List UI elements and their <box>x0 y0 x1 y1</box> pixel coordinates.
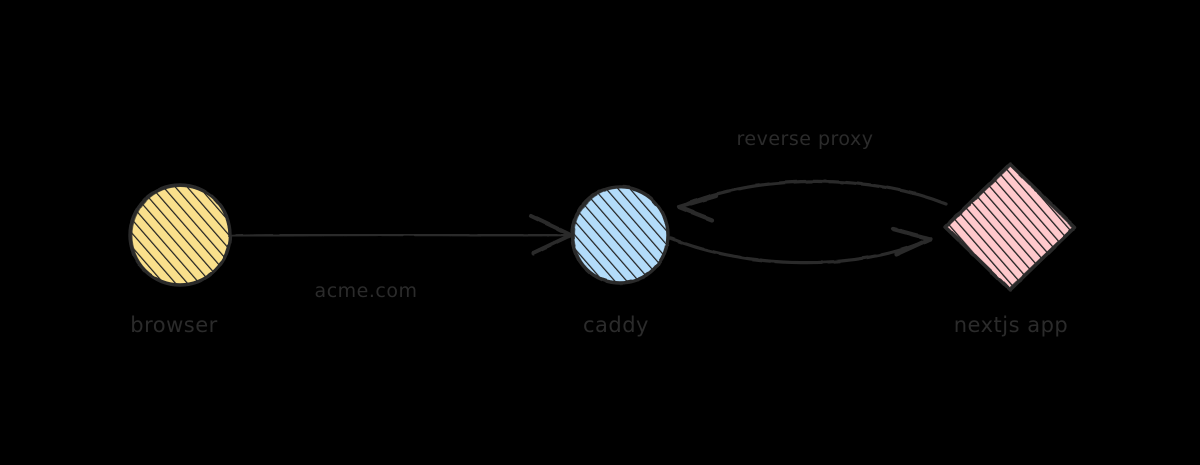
nextjs-app-shape-outline <box>943 162 1077 292</box>
edge-caddy-to-nextjs[interactable]: reverse proxy <box>668 128 948 265</box>
node-browser-label: browser <box>130 313 218 337</box>
edge-browser-to-caddy-line <box>230 233 572 238</box>
node-browser[interactable]: browser <box>120 175 245 337</box>
node-nextjs-app[interactable]: nextjs app <box>935 155 1085 337</box>
edge-browser-to-caddy[interactable]: acme.com <box>230 214 573 302</box>
edge-browser-to-caddy-label: acme.com <box>315 280 418 302</box>
caddy-shape-outline-sketch <box>572 187 669 284</box>
node-nextjs-app-label: nextjs app <box>954 313 1069 337</box>
edge-reverse-proxy-arrowhead-right <box>890 226 933 257</box>
caddy-shape-fill <box>572 187 668 283</box>
edge-reverse-proxy-arc-lower <box>668 236 930 265</box>
edge-reverse-proxy-arc-upper <box>680 179 948 208</box>
edge-reverse-proxy-arrowhead-left <box>676 193 719 223</box>
browser-shape-outline-sketch <box>130 185 231 286</box>
edge-reverse-proxy-label: reverse proxy <box>737 128 874 150</box>
node-caddy-label: caddy <box>583 313 649 337</box>
browser-shape-fill <box>130 185 230 285</box>
nextjs-app-shape-outline-sketch <box>945 164 1075 290</box>
edge-browser-to-caddy-arrowhead <box>529 214 573 255</box>
node-caddy[interactable]: caddy <box>562 177 682 337</box>
nextjs-app-shape-fill <box>945 164 1075 290</box>
